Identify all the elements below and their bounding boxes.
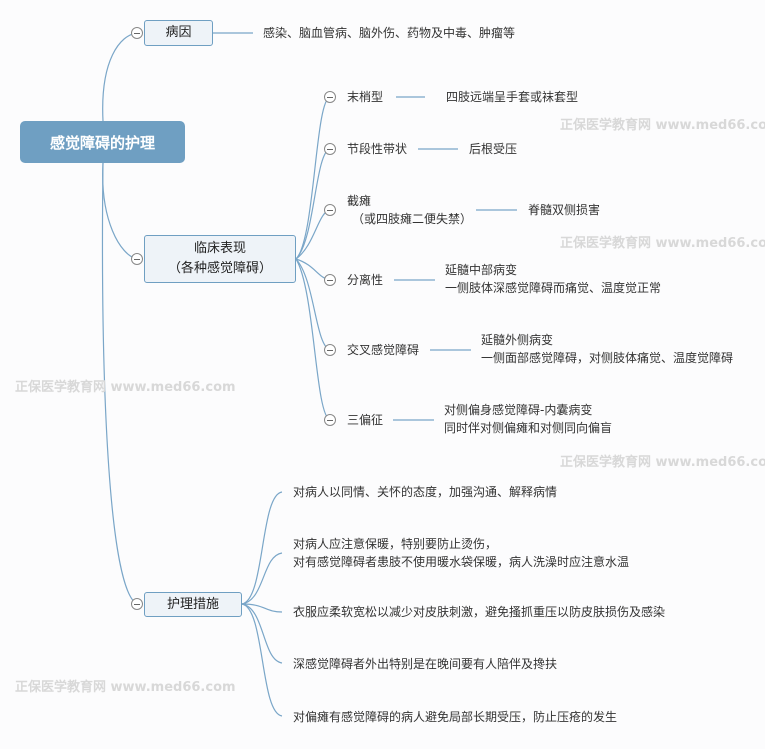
collapse-icon[interactable] xyxy=(131,598,143,610)
nursing-item[interactable]: 深感觉障碍者外出特别是在晚间要有人陪伴及搀扶 xyxy=(293,657,558,671)
cause-detail: 感染、脑血管病、脑外伤、药物及中毒、肿瘤等 xyxy=(263,26,516,40)
nursing-item[interactable]: 对偏瘫有感觉障碍的病人避免局部长期受压，防止压疮的发生 xyxy=(293,710,618,724)
clinical-detail: 一侧面部感觉障碍，对侧肢体痛觉、温度觉障碍 xyxy=(481,351,734,365)
clinical-item[interactable]: 末梢型 xyxy=(347,90,384,104)
node-cause[interactable]: 病因 xyxy=(144,20,213,46)
collapse-icon[interactable] xyxy=(324,414,336,426)
collapse-icon[interactable] xyxy=(324,344,336,356)
clinical-detail: 延髓中部病变 xyxy=(445,263,518,277)
collapse-icon[interactable] xyxy=(324,91,336,103)
nursing-item[interactable]: 衣服应柔软宽松以减少对皮肤刺激，避免搔抓重压以防皮肤损伤及感染 xyxy=(293,605,666,619)
clinical-detail: 对侧偏身感觉障碍-内囊病变 xyxy=(444,403,593,417)
clinical-item[interactable]: 三偏征 xyxy=(347,413,384,427)
watermark: 正保医学教育网 www.med66.com xyxy=(560,236,765,251)
node-nursing[interactable]: 护理措施 xyxy=(144,592,242,617)
watermark: 正保医学教育网 www.med66.com xyxy=(15,380,236,395)
node-clinical[interactable]: 临床表现 （各种感觉障碍） xyxy=(144,235,296,283)
watermark: 正保医学教育网 www.med66.com xyxy=(560,118,765,133)
clinical-sublabel: （各种感觉障碍） xyxy=(167,261,272,276)
nursing-item[interactable]: 对有感觉障碍者患肢不使用暖水袋保暖，病人洗澡时应注意水温 xyxy=(293,555,630,569)
root-node[interactable]: 感觉障碍的护理 xyxy=(20,121,185,163)
collapse-icon[interactable] xyxy=(324,274,336,286)
clinical-detail: 同时伴对侧偏瘫和对侧同向偏盲 xyxy=(444,421,613,435)
collapse-icon[interactable] xyxy=(324,143,336,155)
nursing-item[interactable]: 对病人以同情、关怀的态度，加强沟通、解释病情 xyxy=(293,485,558,499)
collapse-icon[interactable] xyxy=(131,253,143,265)
watermark: 正保医学教育网 www.med66.com xyxy=(15,680,236,695)
clinical-item-sublabel: （或四肢瘫二便失禁） xyxy=(352,212,473,226)
collapse-icon[interactable] xyxy=(131,27,143,39)
collapse-icon[interactable] xyxy=(324,204,336,216)
watermark: 正保医学教育网 www.med66.com xyxy=(560,455,765,470)
clinical-detail: 四肢远端呈手套或袜套型 xyxy=(446,90,579,104)
clinical-label: 临床表现 xyxy=(193,241,246,256)
nursing-item[interactable]: 对病人应注意保暖，特别要防止烫伤， xyxy=(293,537,498,551)
clinical-item[interactable]: 交叉感觉障碍 xyxy=(347,343,420,357)
clinical-detail: 后根受压 xyxy=(469,142,518,156)
clinical-detail: 一侧肢体深感觉障碍而痛觉、温度觉正常 xyxy=(445,281,662,295)
clinical-detail: 脊髓双侧损害 xyxy=(528,203,601,217)
clinical-item[interactable]: 节段性带状 xyxy=(347,142,408,156)
clinical-detail: 延髓外侧病变 xyxy=(481,333,554,347)
clinical-item[interactable]: 分离性 xyxy=(347,273,384,287)
clinical-item[interactable]: 截瘫 xyxy=(347,194,372,208)
